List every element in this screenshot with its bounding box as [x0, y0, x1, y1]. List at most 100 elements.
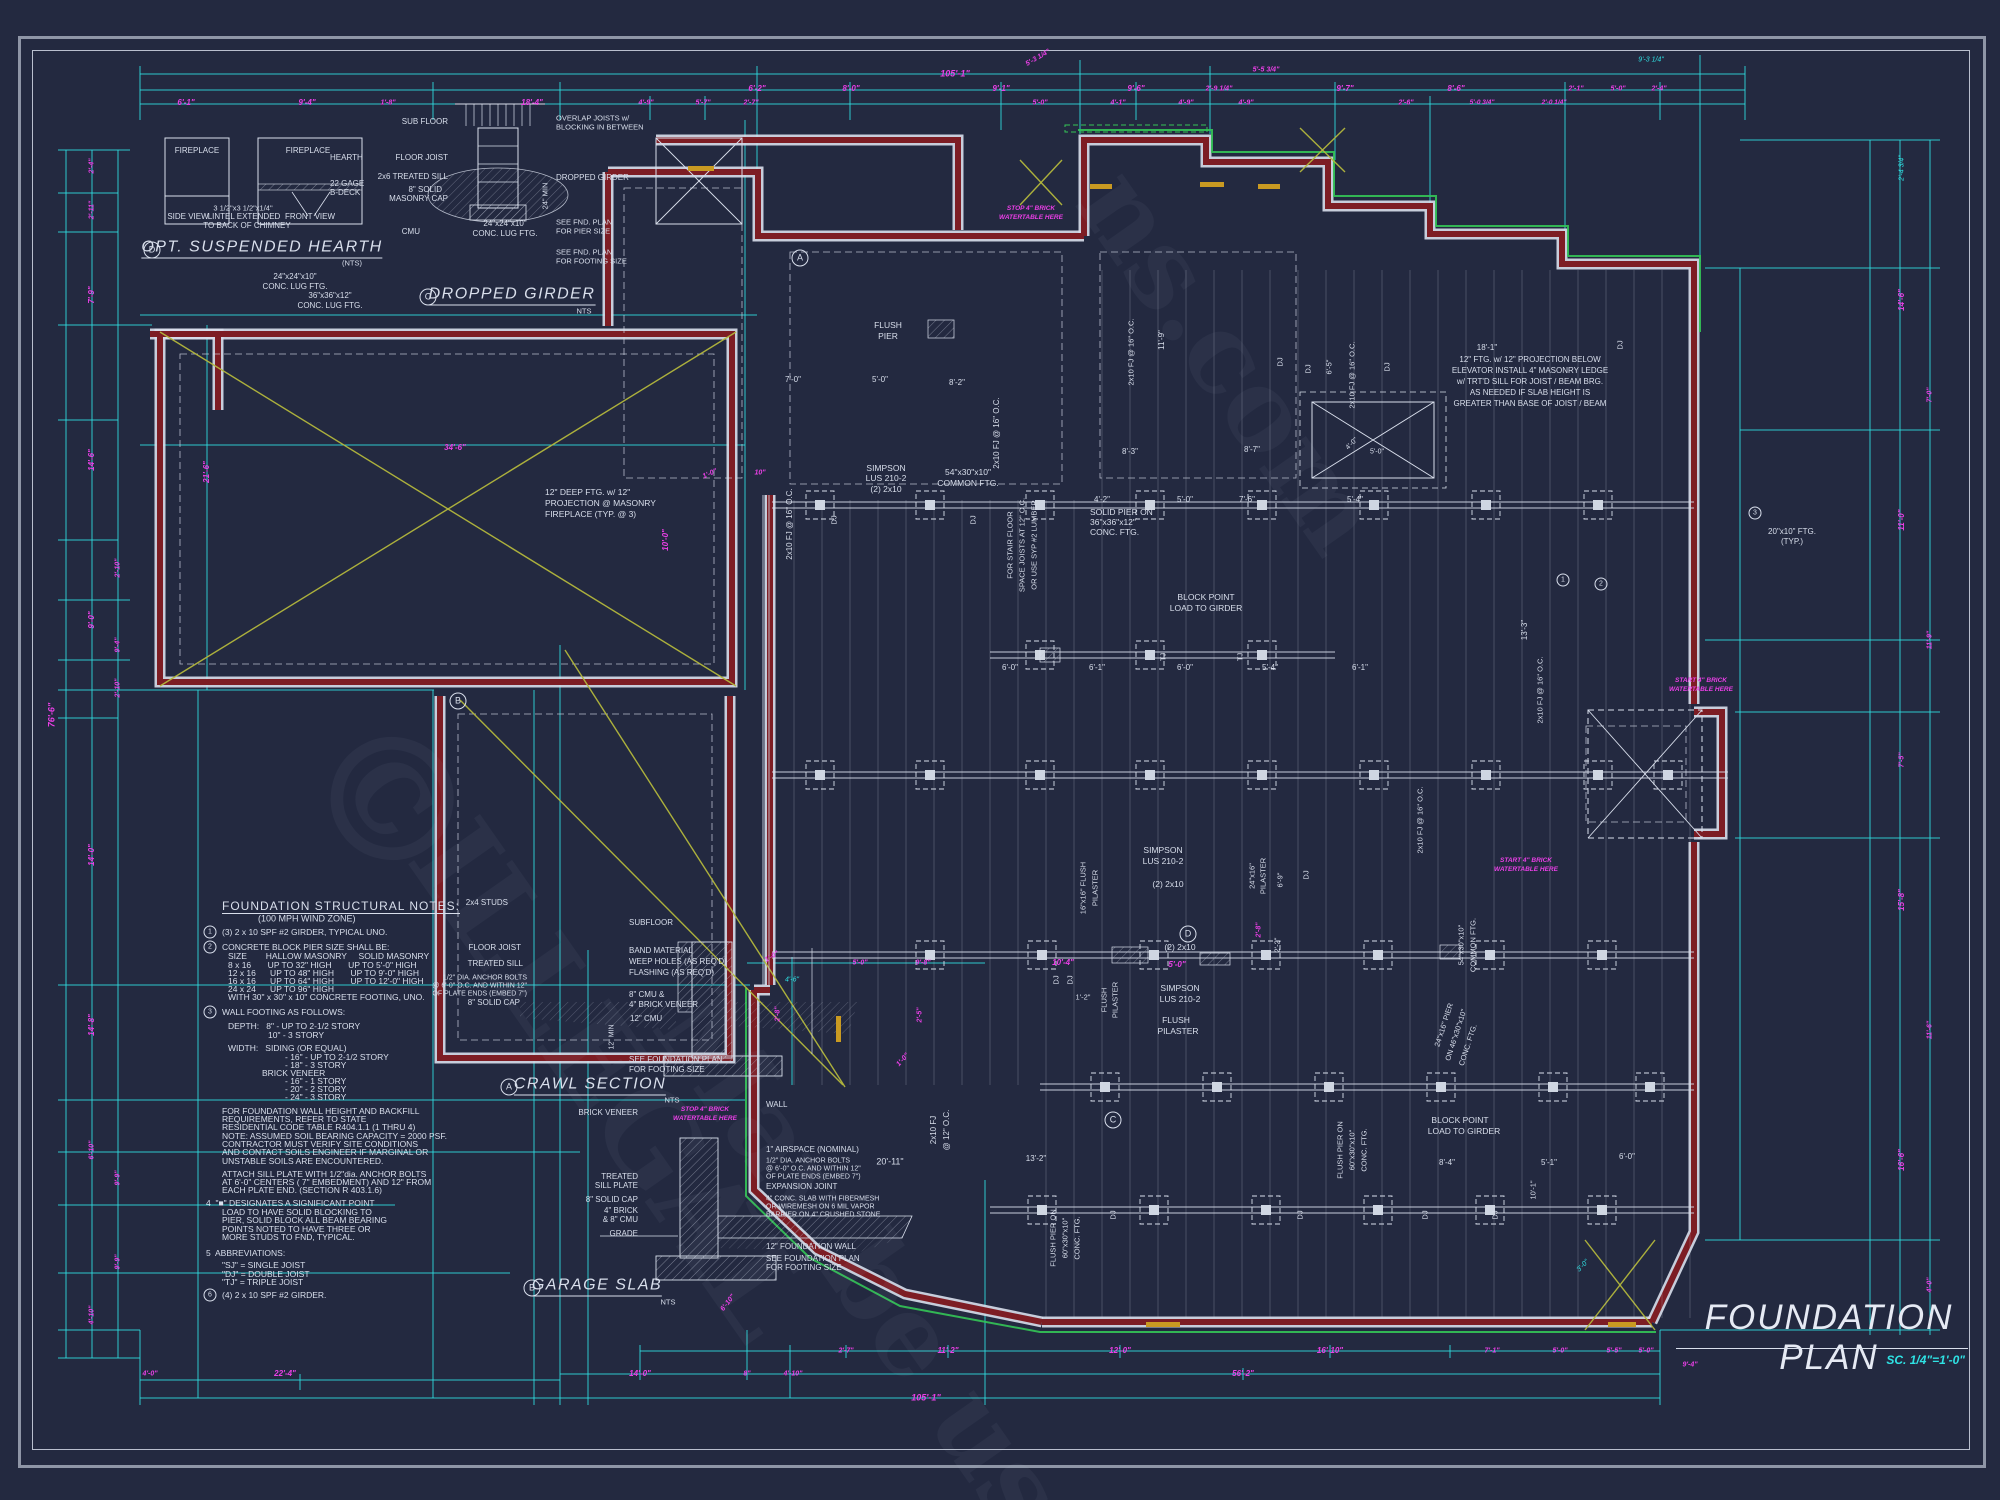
plan-label: OVERLAP JOISTS w/: [556, 113, 630, 123]
plan-label: (3) 2 x 10 SPF #2 GIRDER, TYPICAL UNO.: [222, 926, 388, 937]
plan-label: (2) 2x10: [1164, 941, 1196, 952]
plan-label: FLUSH PIER ON: [1048, 1209, 1058, 1267]
plan-label: 8'-0": [842, 84, 860, 93]
plan-label: NTS: [664, 1095, 680, 1105]
plan-label: REQUIREMENTS, REFER TO STATE: [222, 1113, 367, 1124]
plan-label: (100 MPH WIND ZONE): [258, 913, 356, 924]
plan-label: FLOOR JOIST: [395, 153, 448, 162]
reference-bubble: C: [1104, 1111, 1122, 1129]
reference-bubble: A: [791, 249, 809, 267]
plan-label: 8" SOLID CAP: [467, 998, 520, 1007]
plan-label: 4'-0": [1926, 1277, 1934, 1293]
plan-label: 9'-9": [114, 1254, 122, 1270]
plan-label: OR USE SYP #2 LUMBER: [1029, 500, 1039, 590]
plan-label: 2x4 STUDS: [465, 898, 508, 907]
plan-label: 20"x10" FTG.: [1768, 527, 1816, 536]
plan-label: SEE FOUNDATION PLAN: [629, 1055, 723, 1064]
plan-label: 8": [743, 1370, 751, 1378]
plan-label: DEPTH: 8" - UP TO 2-1/2 STORY: [228, 1020, 361, 1031]
plan-label: OR WIREMESH ON 6 MIL VAPOR: [766, 1203, 875, 1211]
plan-label: 14'-0": [87, 844, 96, 866]
plan-label: WATERTABLE HERE: [673, 1114, 737, 1122]
plan-label: SILL PLATE: [594, 1181, 638, 1190]
plan-label: 16"x16" FLUSH: [1078, 861, 1088, 915]
reference-bubble: 3: [1748, 506, 1762, 520]
plan-label: PIER, SOLID BLOCK ALL BEAM BEARING: [222, 1214, 388, 1225]
plan-label: FLASHING (AS REQ'D): [629, 968, 715, 977]
plan-label: START 4" BRICK: [1500, 856, 1552, 864]
plan-label: FOR PIER SIZE: [556, 226, 611, 236]
plan-label: PROJECTION @ MASONRY: [545, 497, 656, 508]
plan-label: 4'-9": [638, 99, 654, 107]
plan-label: 2'-5": [916, 1007, 924, 1023]
plan-label: DJ: [1382, 362, 1392, 372]
plan-label: DJ: [1065, 975, 1075, 985]
plan-label: WALL: [766, 1100, 788, 1109]
plan-label: FIREPLACE: [174, 146, 220, 155]
plan-label: 9'-7": [1336, 84, 1354, 93]
plan-label: BRICK VENEER: [578, 1108, 638, 1117]
plan-label: LUS 210-2: [1142, 855, 1184, 866]
plan-label: DJ: [1303, 364, 1313, 374]
plan-label: WALL FOOTING AS FOLLOWS:: [222, 1006, 346, 1017]
plan-label: 9'-9": [114, 1170, 122, 1186]
reference-bubble: C: [419, 288, 437, 306]
plan-label: 4'-6": [785, 976, 799, 984]
plan-label: FOR FOOTING SIZE: [629, 1065, 705, 1074]
plan-label: 12" DEEP FTG. w/ 12": [545, 486, 631, 497]
plan-label: FOR FOOTING SIZE: [766, 1263, 842, 1272]
plan-label: 4" CONC. SLAB WITH FIBERMESH: [766, 1195, 880, 1203]
plan-label: "DJ" = DOUBLE JOIST: [222, 1268, 310, 1279]
plan-label: 56'-2": [1232, 1369, 1254, 1378]
plan-label: OF PLATE ENDS (EMBED 7"): [432, 990, 527, 998]
plan-label: PILASTER: [1090, 869, 1100, 907]
plan-label: 22'-4": [274, 1369, 296, 1378]
plan-label: 5'-0": [1610, 85, 1626, 93]
plan-label: 105'-1": [911, 1392, 941, 1403]
plan-label: 10'-4": [1052, 958, 1074, 967]
plan-label: 1/2" DIA. ANCHOR BOLTS: [442, 974, 527, 982]
plan-label: 54"x30"x10": [945, 466, 991, 477]
plan-label: LINTEL EXTENDED: [207, 212, 281, 221]
plan-label: CONC. FTG.: [1359, 1128, 1369, 1172]
plan-label: 12'-0": [1109, 1346, 1131, 1355]
plan-label: SPACE JOISTS AT 12" O.C.: [1017, 497, 1027, 593]
plan-label: AT 6'-0" CENTERS ( 7" EMBEDMENT) AND 12"…: [222, 1176, 432, 1187]
plan-label: DJ: [829, 515, 839, 525]
plan-label: 5'-0": [1032, 99, 1048, 107]
plan-label: 2x10 FJ @ 16" O.C.: [785, 488, 794, 560]
plan-label: 16'-10": [1316, 1346, 1344, 1355]
plan-label: 13'-3": [1520, 619, 1529, 641]
plan-label: DJ: [1108, 1210, 1118, 1220]
plan-label: DJ: [1295, 1210, 1305, 1220]
plan-label: FRONT VIEW: [284, 212, 336, 221]
plan-label: 16 x 16 UP TO 64" HIGH UP TO 12'-0" HIGH: [228, 975, 424, 986]
plan-label: 5'-4": [1347, 495, 1363, 504]
plan-label: CMU: [401, 227, 420, 236]
plan-label: FLUSH: [1162, 1014, 1190, 1025]
plan-label: 2'-4": [1651, 85, 1667, 93]
reference-bubble: 2: [203, 940, 217, 954]
dimension-lines: [58, 55, 1940, 1405]
plan-label: SIMPSON: [866, 462, 906, 473]
plan-label: 7'-6": [1239, 495, 1255, 504]
plan-label: 2'-11": [88, 200, 96, 220]
plan-label: SIMPSON: [1160, 982, 1200, 993]
plan-label: 11'-6": [1926, 1020, 1934, 1040]
plan-label: SEE FND. PLAN: [556, 217, 613, 227]
plan-label: 5'-0": [1177, 495, 1193, 504]
plan-label: CONC. LUG FTG.: [472, 229, 538, 238]
plan-label: - 16" - 1 STORY: [285, 1075, 347, 1086]
plan-label: SIDE VIEW: [167, 212, 209, 221]
plan-label: BLOCK POINT: [1431, 1114, 1489, 1125]
plan-label: PILASTER: [1258, 857, 1268, 895]
plan-label: 3 1/2"x3 1/2"x1/4": [213, 203, 273, 213]
girders-and-piers: [762, 270, 1728, 1318]
plan-label: 7'-1": [1484, 1347, 1500, 1355]
plan-label: 60"x30"x10": [1347, 1129, 1357, 1171]
plan-label: WATERTABLE HERE: [1494, 865, 1558, 873]
plan-label: 1" AIRSPACE (NOMINAL): [766, 1145, 859, 1154]
plan-label: 2'-9 1/4": [1205, 85, 1233, 93]
plan-label: 4'-10": [88, 1305, 96, 1325]
plan-label: CONC. LUG FTG.: [262, 282, 328, 291]
